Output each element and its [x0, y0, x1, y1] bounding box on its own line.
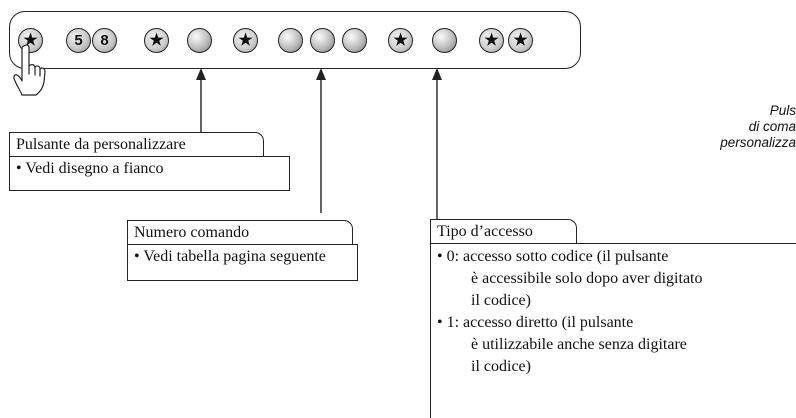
side-note-line: personalizza	[720, 135, 796, 150]
button-label-body: • Vedi disegno a fianco	[9, 156, 290, 191]
access-option-line: è utilizzabile anche senza digitare	[471, 336, 687, 353]
side-note-line: Puls	[769, 103, 796, 118]
pointing-hand-icon	[13, 44, 46, 96]
digit-placeholder-key	[342, 28, 367, 53]
digit-placeholder-key	[310, 28, 335, 53]
star-key-icon: ★	[144, 28, 169, 53]
access-option-line: • 1: accesso diretto (il pulsante	[437, 314, 634, 331]
access-label-body: • 0: accesso sotto codice (il pulsante è…	[430, 243, 796, 418]
digit-placeholder-key	[278, 28, 303, 53]
digit-key-5: 5	[66, 28, 91, 53]
access-option-line: • 0: accesso sotto codice (il pulsante	[437, 248, 669, 265]
arrow-head-icon	[432, 68, 442, 80]
star-key-icon: ★	[388, 28, 413, 53]
access-option-line: il codice)	[471, 292, 531, 309]
access-option-line: il codice)	[471, 358, 531, 375]
side-note-line: di coma	[748, 119, 796, 134]
digit-key-8: 8	[92, 28, 117, 53]
arrow-head-icon	[196, 68, 206, 80]
button-key-icon	[187, 28, 212, 53]
button-label-bullet: • Vedi disegno a fianco	[16, 160, 164, 177]
arrow-head-icon	[316, 68, 326, 80]
command-label-title: Numero comando	[127, 220, 353, 245]
access-label-title: Tipo d’accesso	[430, 219, 577, 244]
access-type-key	[432, 28, 457, 53]
side-note: Puls di coma personalizza	[720, 103, 796, 151]
command-label-body: • Vedi tabella pagina seguente	[127, 244, 358, 281]
star-key-icon: ★	[479, 28, 504, 53]
access-option-line: è accessibile solo dopo aver digitato	[471, 270, 703, 287]
command-label-bullet: • Vedi tabella pagina seguente	[134, 248, 326, 265]
key-sequence-bar: ★ 5 8 ★ ★ ★ ★ ★	[9, 11, 581, 69]
star-key-icon: ★	[508, 28, 533, 53]
button-label-title: Pulsante da personalizzare	[9, 132, 264, 157]
star-key-icon: ★	[233, 28, 258, 53]
